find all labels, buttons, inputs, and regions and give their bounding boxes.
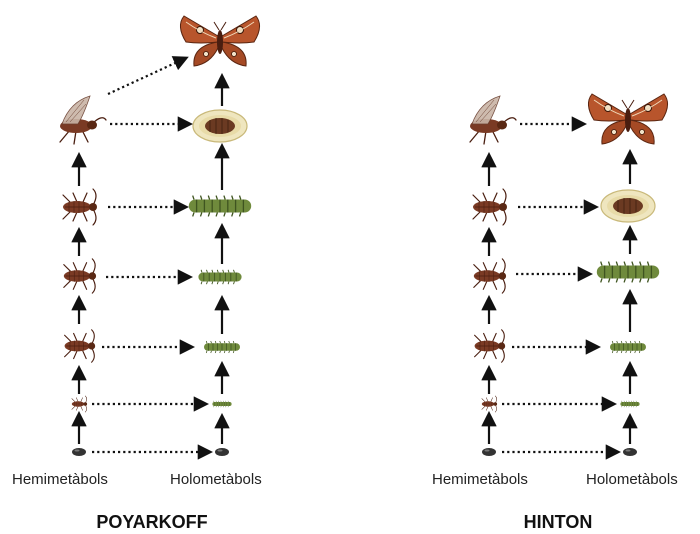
roach-nymph-icon	[63, 189, 97, 225]
caterpillar-icon	[597, 262, 659, 283]
roach-nymph-icon	[474, 259, 506, 293]
caterpillar-icon	[189, 196, 251, 217]
panel-title: POYARKOFF	[96, 512, 207, 532]
holometabols-label: Holometàbols	[586, 471, 678, 488]
hemimetabols-label: Hemimetàbols	[432, 471, 528, 488]
panel-poyarkoff: Hemimetàbols Holometàbols POYARKOFF	[12, 16, 262, 532]
roach-adult-icon	[60, 96, 106, 144]
moth-icon	[180, 16, 259, 66]
roach-adult-icon	[470, 96, 516, 144]
caterpillar-icon	[198, 270, 241, 284]
egg-icon	[482, 448, 496, 456]
roach-nymph-icon	[475, 330, 506, 362]
roach-nymph-icon	[473, 189, 507, 225]
roach-nymph-icon	[64, 259, 96, 293]
caterpillar-icon	[204, 341, 240, 353]
panel-hinton: Hemimetàbols Holometàbols HINTON	[432, 94, 678, 532]
hemimetabols-label: Hemimetàbols	[12, 471, 108, 488]
egg-icon	[72, 448, 86, 456]
cocoon-icon	[601, 190, 655, 222]
roach-nymph-icon	[72, 396, 87, 412]
egg-icon	[623, 448, 637, 456]
egg-icon	[215, 448, 229, 456]
roach-nymph-icon	[482, 396, 497, 412]
cocoon-icon	[193, 110, 247, 142]
caterpillar-icon	[212, 401, 231, 407]
caterpillar-icon	[620, 401, 639, 407]
homology-arrows	[92, 58, 210, 452]
homology-arrows	[502, 124, 618, 452]
panel-title: HINTON	[524, 512, 593, 532]
roach-nymph-icon	[65, 330, 96, 362]
moth-icon	[588, 94, 667, 144]
holometabols-label: Holometàbols	[170, 471, 262, 488]
caterpillar-icon	[610, 341, 646, 353]
